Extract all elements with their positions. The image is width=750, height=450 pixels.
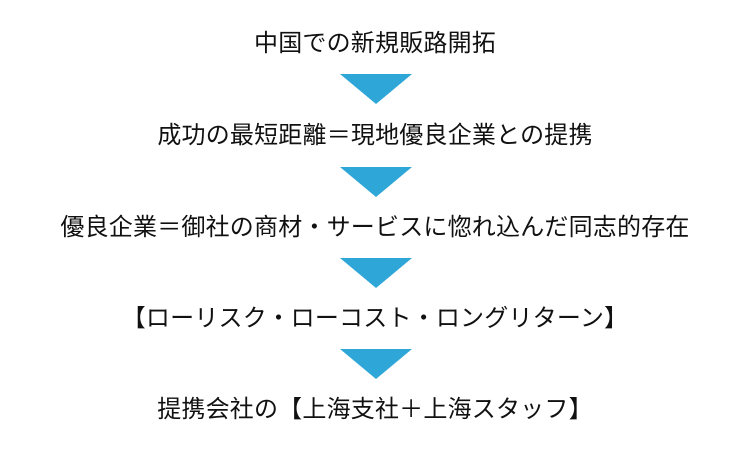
down-triangle-arrow-icon xyxy=(340,349,412,379)
down-triangle-arrow-icon xyxy=(340,74,412,104)
step-5-text: 提携会社の【上海支社＋上海スタッフ】 xyxy=(157,395,593,423)
step-2-text: 成功の最短距離＝現地優良企業との提携 xyxy=(157,121,593,149)
step-4-text: 【ローリスク・ローコスト・ロングリターン】 xyxy=(121,304,629,332)
down-triangle-arrow-icon xyxy=(340,258,412,288)
down-triangle-arrow-icon xyxy=(340,167,412,197)
step-1-text: 中国での新規販路開拓 xyxy=(254,29,496,57)
step-3-text: 優良企業＝御社の商材・サービスに惚れ込んだ同志的存在 xyxy=(60,213,690,241)
